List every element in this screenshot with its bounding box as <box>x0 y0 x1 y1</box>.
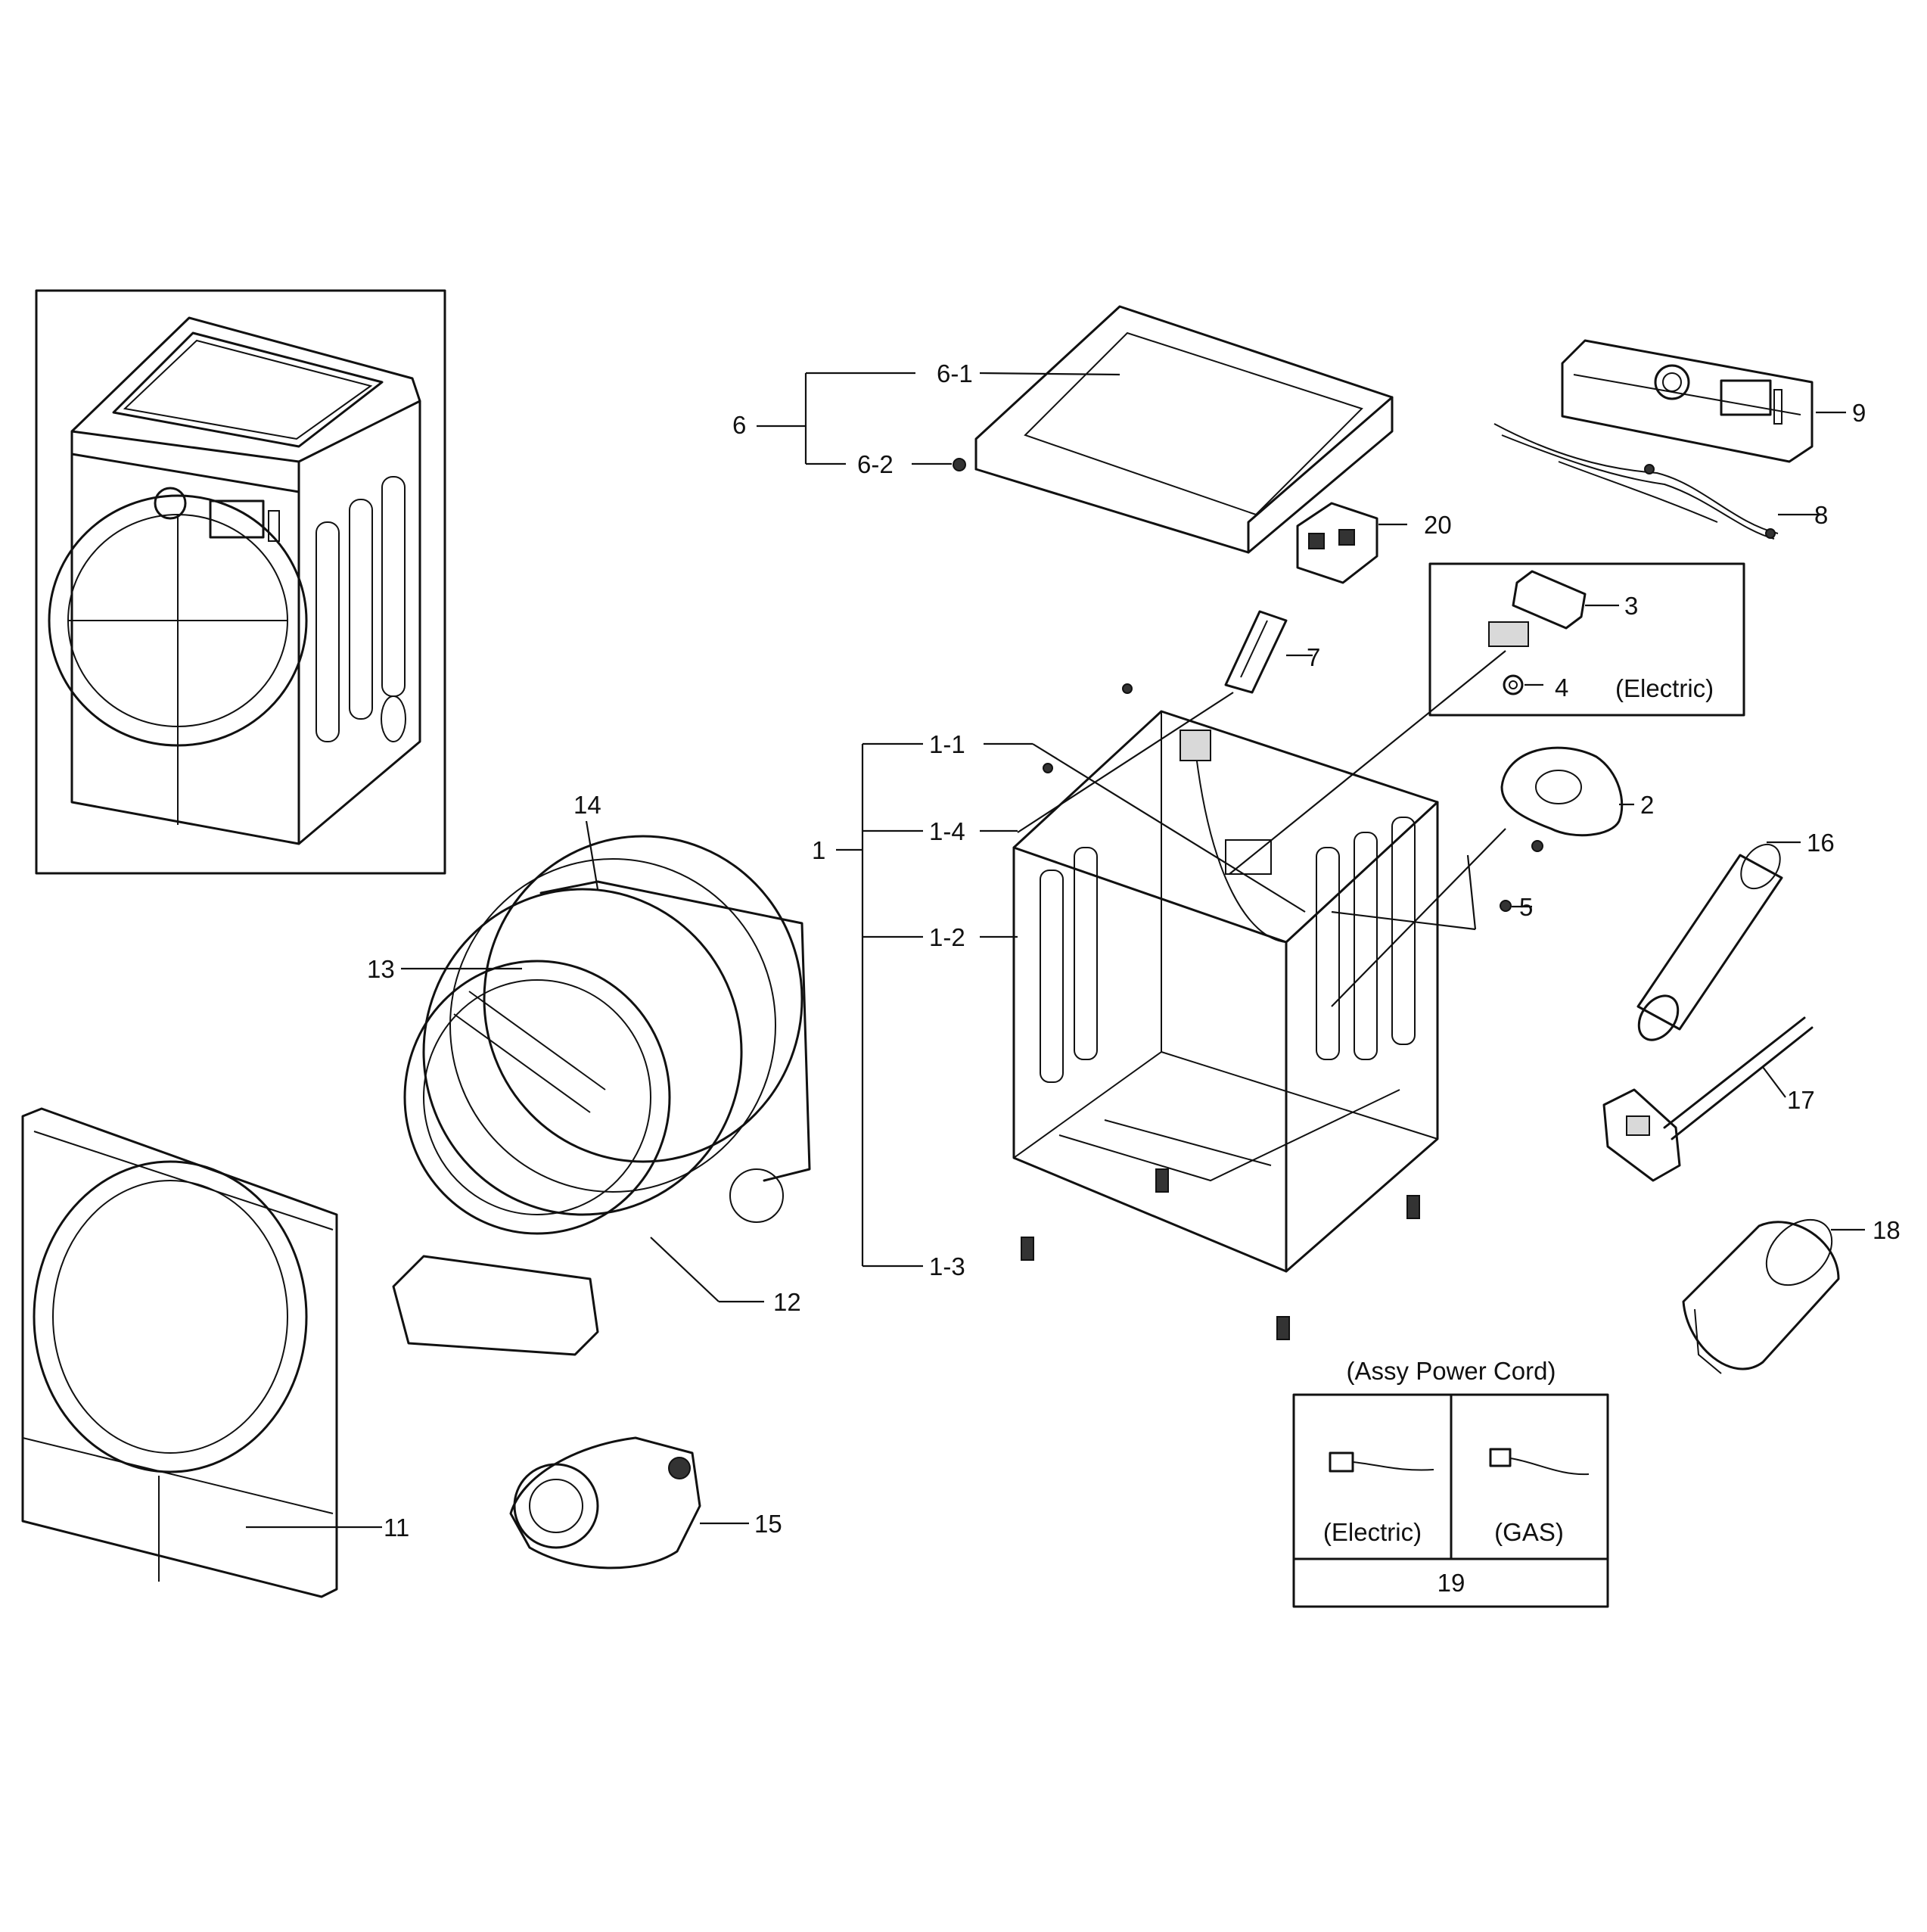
callout-4: 4 <box>1555 674 1568 702</box>
burner-cover-part-18 <box>1682 1218 1840 1374</box>
duct-cover-part-2 <box>1500 746 1624 837</box>
callout-20: 20 <box>1424 511 1452 539</box>
callout-labels: 6 6-1 6-2 9 8 20 3 4 7 1-1 1-4 1 1-2 1-3… <box>367 359 1901 1542</box>
inset-frame <box>35 289 446 875</box>
control-panel-part-9 <box>1561 339 1814 463</box>
gas-plug-icon <box>1489 1448 1590 1476</box>
assembled-dryer-inset <box>35 289 446 875</box>
callout-6-1: 6-1 <box>937 359 973 387</box>
callout-5: 5 <box>1519 893 1533 921</box>
callout-17: 17 <box>1787 1086 1815 1114</box>
callout-7: 7 <box>1307 643 1320 671</box>
electric-parts-box: (Electric) <box>1428 562 1745 717</box>
callout-19: 19 <box>1437 1569 1465 1597</box>
callout-12: 12 <box>773 1288 801 1316</box>
blower-housing-part-15 <box>509 1436 701 1570</box>
electric-box-frame <box>1428 562 1745 717</box>
screws-part-5 <box>1043 683 1543 912</box>
callout-1-2: 1-2 <box>929 923 965 951</box>
electric-plug-icon <box>1329 1451 1434 1473</box>
callout-18: 18 <box>1873 1216 1901 1244</box>
callout-1: 1 <box>812 836 825 864</box>
power-cord-gas-label: (GAS) <box>1494 1518 1564 1546</box>
power-cord-title: (Assy Power Cord) <box>1347 1357 1556 1385</box>
screw-part-6-2 <box>953 458 966 471</box>
callout-6: 6 <box>732 411 746 439</box>
terminal-block-part-3 <box>1488 570 1587 647</box>
callout-8: 8 <box>1814 501 1828 529</box>
callout-1-1: 1-1 <box>929 730 965 758</box>
exhaust-duct-part-16 <box>1636 843 1783 1041</box>
cabinet-part-1 <box>1012 710 1439 1273</box>
callout-6-2: 6-2 <box>857 450 894 478</box>
module-part-20 <box>1296 502 1378 584</box>
callout-14: 14 <box>573 791 601 819</box>
grommet-part-4 <box>1503 674 1524 695</box>
callout-3: 3 <box>1624 592 1638 620</box>
callout-15: 15 <box>754 1510 782 1538</box>
wire-harness-part-8 <box>1493 423 1779 540</box>
assembled-dryer-drawing <box>48 316 421 845</box>
leader-lines <box>246 372 1865 1529</box>
bracket-part-7 <box>1224 610 1288 694</box>
power-cord-box-part-19: (Assy Power Cord) (Electric) (GAS) 19 <box>1292 1357 1609 1608</box>
front-panel-part-11 <box>21 1107 338 1598</box>
leveling-feet <box>1021 1168 1420 1340</box>
callout-11: 11 <box>384 1514 409 1542</box>
callout-16: 16 <box>1807 829 1835 857</box>
callout-2: 2 <box>1640 791 1654 819</box>
top-panel-part-6-1 <box>974 305 1394 554</box>
power-cord-electric-label: (Electric) <box>1323 1518 1422 1546</box>
electric-box-label: (Electric) <box>1615 674 1714 702</box>
callout-1-3: 1-3 <box>929 1252 965 1280</box>
gas-valve-part-17 <box>1602 1016 1814 1182</box>
drum-assembly-parts-12-13-14 <box>392 835 811 1356</box>
callout-13: 13 <box>367 955 395 983</box>
callout-1-4: 1-4 <box>929 817 965 845</box>
callout-9: 9 <box>1852 399 1866 427</box>
